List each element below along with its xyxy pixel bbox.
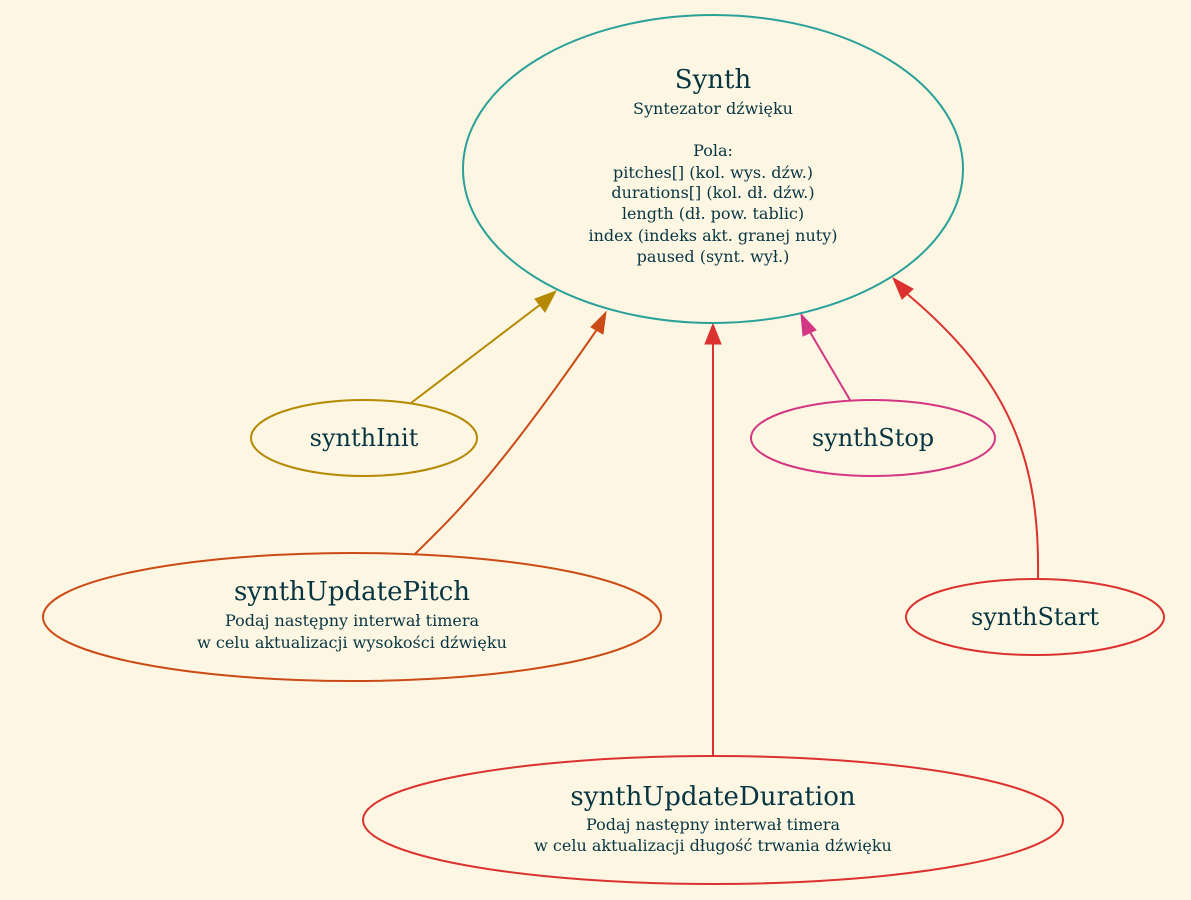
node-synthUpdatePitch-line: w celu aktualizacji wysokości dźwięku <box>197 633 507 652</box>
node-synthUpdateDuration-title: synthUpdateDuration <box>570 782 855 812</box>
node-synthInit-title: synthInit <box>310 424 419 452</box>
node-synthStart[interactable]: synthStart <box>905 578 1165 656</box>
node-synthUpdateDuration-line: Podaj następny interwał timera <box>586 815 841 834</box>
edge-synthUpdatePitch-to-synth <box>414 310 607 555</box>
node-synthUpdateDuration[interactable]: synthUpdateDuration Podaj następny inter… <box>362 755 1064 885</box>
node-synth-title: Synth <box>675 65 752 95</box>
node-synth-subtitle: Syntezator dźwięku <box>633 99 793 118</box>
node-synth-field: index (indeks akt. granej nuty) <box>588 226 837 245</box>
node-synthStop-title: synthStop <box>812 424 934 452</box>
node-synth-fields-header: Pola: <box>693 141 733 160</box>
edge-synthUpdateDuration-to-synth <box>704 322 722 757</box>
edge-synthStop-to-synth <box>800 312 851 401</box>
node-synthStop[interactable]: synthStop <box>750 399 996 477</box>
node-synthInit[interactable]: synthInit <box>250 399 478 477</box>
node-synth[interactable]: Synth Syntezator dźwięku Pola: pitches[]… <box>462 14 964 324</box>
edge-synthInit-to-synth <box>410 290 558 404</box>
node-synthUpdateDuration-line: w celu aktualizacji długość trwania dźwi… <box>534 836 892 855</box>
node-synth-field: durations[] (kol. dł. dźw.) <box>611 183 814 202</box>
edge-synthStart-to-synth <box>891 276 1040 579</box>
node-synth-field: paused (synt. wył.) <box>637 247 790 266</box>
node-synthUpdatePitch[interactable]: synthUpdatePitch Podaj następny interwał… <box>42 552 662 682</box>
node-synthUpdatePitch-line: Podaj następny interwał timera <box>225 611 480 630</box>
node-synth-field: length (dł. pow. tablic) <box>622 204 804 223</box>
node-synthStart-title: synthStart <box>971 603 1099 631</box>
node-synth-field: pitches[] (kol. wys. dźw.) <box>613 163 813 182</box>
node-synthUpdatePitch-title: synthUpdatePitch <box>234 577 470 607</box>
